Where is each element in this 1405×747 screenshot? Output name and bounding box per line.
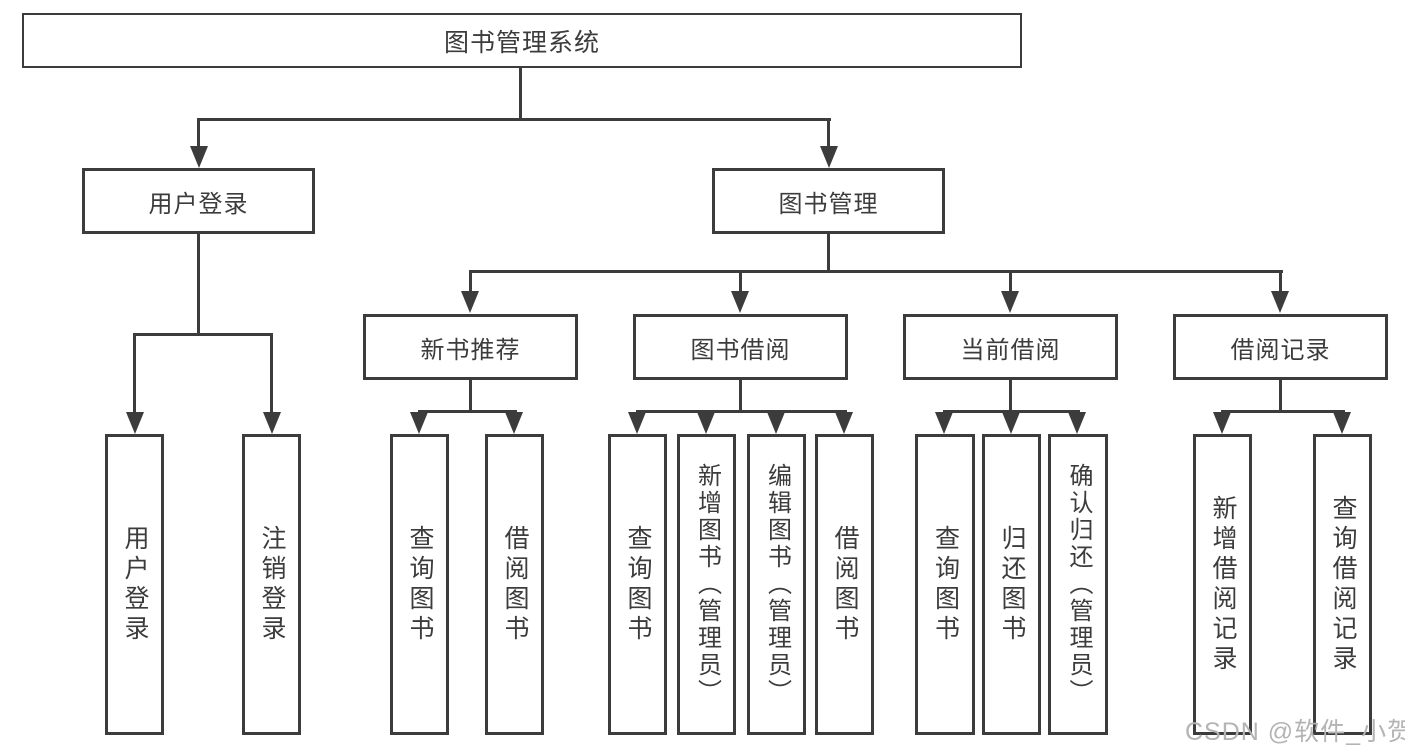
arrowhead bbox=[461, 291, 479, 313]
watermark: CSDN @软件_小贺同学 bbox=[1185, 718, 1405, 746]
node-borrow-books-recommend: 借阅图书 bbox=[485, 434, 544, 735]
arrowhead bbox=[835, 412, 853, 434]
arrowhead bbox=[731, 291, 749, 313]
connector-line bbox=[943, 410, 1080, 413]
connector-line bbox=[270, 333, 273, 413]
arrowhead bbox=[1002, 412, 1020, 434]
connector-line bbox=[418, 410, 517, 413]
arrowhead bbox=[1068, 412, 1086, 434]
connector-line bbox=[1279, 270, 1282, 294]
node-logout: 注销登录 bbox=[242, 434, 301, 735]
connector-line bbox=[1009, 270, 1012, 294]
arrowhead bbox=[935, 412, 953, 434]
node-query-books-borrowing: 查询图书 bbox=[608, 434, 667, 735]
node-book-borrowing: 图书借阅 bbox=[633, 314, 848, 380]
arrowhead bbox=[410, 412, 428, 434]
node-new-book-recommendation: 新书推荐 bbox=[363, 314, 578, 380]
arrowhead bbox=[628, 412, 646, 434]
arrowhead bbox=[190, 146, 208, 168]
connector-line bbox=[739, 270, 742, 294]
arrowhead bbox=[126, 412, 144, 434]
node-query-borrow-record: 查询借阅记录 bbox=[1313, 434, 1372, 735]
connector-line bbox=[469, 270, 472, 294]
arrowhead bbox=[697, 412, 715, 434]
connector-line bbox=[133, 333, 273, 336]
connector-line bbox=[739, 378, 742, 412]
node-library-management-system: 图书管理系统 bbox=[22, 13, 1022, 68]
arrowhead bbox=[1001, 291, 1019, 313]
arrowhead bbox=[1271, 291, 1289, 313]
node-add-books-admin: 新增图书（管理员） bbox=[677, 434, 736, 735]
connector-line bbox=[1279, 378, 1282, 412]
node-query-books-current: 查询图书 bbox=[915, 434, 975, 735]
connector-line bbox=[1221, 410, 1345, 413]
arrowhead bbox=[1333, 412, 1351, 434]
node-query-books-recommend: 查询图书 bbox=[390, 434, 449, 735]
node-borrowing-records: 借阅记录 bbox=[1173, 314, 1388, 380]
arrowhead bbox=[767, 412, 785, 434]
connector-line bbox=[636, 410, 847, 413]
node-current-borrowing: 当前借阅 bbox=[903, 314, 1118, 380]
node-add-borrow-record: 新增借阅记录 bbox=[1193, 434, 1252, 735]
connector-line bbox=[1009, 378, 1012, 412]
arrowhead bbox=[505, 412, 523, 434]
connector-line bbox=[469, 378, 472, 412]
connector-line bbox=[827, 232, 830, 273]
node-user-login: 用户登录 bbox=[82, 168, 315, 234]
node-edit-books-admin: 编辑图书（管理员） bbox=[747, 434, 806, 735]
connector-line bbox=[197, 232, 200, 336]
arrowhead bbox=[1213, 412, 1231, 434]
node-book-management: 图书管理 bbox=[712, 168, 945, 234]
connector-line bbox=[197, 118, 200, 148]
connector-line bbox=[827, 118, 830, 148]
node-borrow-books-leaf: 借阅图书 bbox=[815, 434, 874, 735]
node-return-books: 归还图书 bbox=[982, 434, 1041, 735]
arrowhead bbox=[820, 146, 838, 168]
connector-line bbox=[519, 66, 522, 120]
node-confirm-return-admin: 确认归还（管理员） bbox=[1048, 434, 1108, 735]
connector-line bbox=[469, 270, 1283, 273]
connector-line bbox=[133, 333, 136, 413]
arrowhead bbox=[263, 412, 281, 434]
node-user-login-leaf: 用户登录 bbox=[105, 434, 164, 735]
connector-line bbox=[197, 118, 831, 121]
